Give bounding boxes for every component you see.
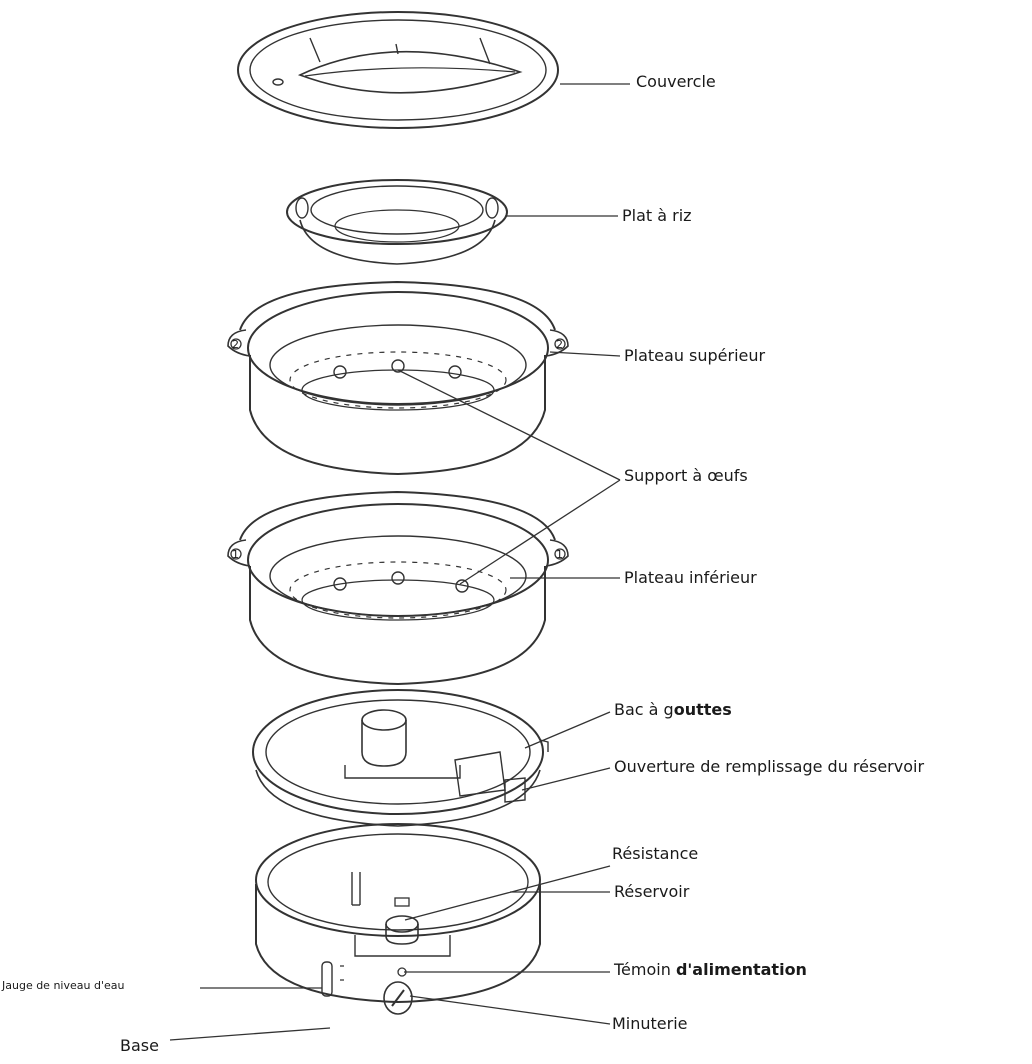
leader-lines (169, 83, 630, 1041)
label-couvercle: Couvercle (636, 72, 716, 91)
label-temoin-prefix: Témoin (614, 960, 676, 979)
label-plateau-superieur: Plateau supérieur (624, 346, 766, 365)
rice-bowl-part (286, 179, 508, 265)
lower-tray-part (227, 490, 569, 686)
base-reservoir-part (255, 823, 541, 1015)
label-minuterie: Minuterie (612, 1014, 688, 1033)
label-plateau-inferieur: Plateau inférieur (624, 568, 757, 587)
upper-tray-part (227, 280, 569, 476)
upper-tray-number-right: 2 (556, 338, 563, 351)
label-jauge-niveau-eau: Jauge de niveau d'eau (2, 979, 125, 992)
label-bac-a-gouttes-prefix: Bac à g (614, 700, 674, 719)
label-temoin-bold: d'alimentation (675, 960, 807, 979)
label-base: Base (120, 1036, 159, 1055)
lid-part (237, 11, 559, 129)
label-temoin-alimentation: Témoin d'alimentation (614, 960, 807, 980)
label-bac-a-gouttes-bold: outtes (673, 700, 732, 719)
upper-tray-number: 2 (232, 338, 239, 351)
lower-tray-number: 1 (232, 548, 239, 561)
lower-tray-number-right: 1 (556, 548, 563, 561)
label-plat-a-riz: Plat à riz (622, 206, 692, 225)
drip-tray-part (252, 689, 549, 827)
label-ouverture-remplissage: Ouverture de remplissage du réservoir (614, 757, 925, 776)
label-reservoir: Réservoir (614, 882, 690, 901)
label-resistance: Résistance (612, 844, 699, 863)
label-bac-a-gouttes: Bac à gouttes (614, 700, 732, 720)
label-support-a-oeufs: Support à œufs (624, 466, 748, 485)
